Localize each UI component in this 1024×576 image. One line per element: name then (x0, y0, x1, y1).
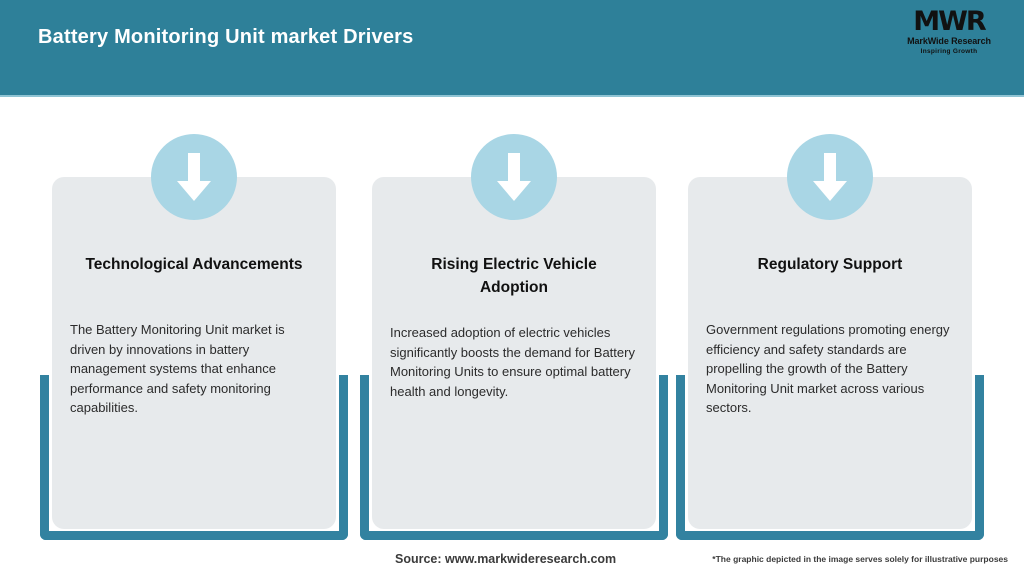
driver-card-slot: Rising Electric Vehicle Adoption Increas… (354, 97, 674, 540)
page-footer: Source: www.markwideresearch.com *The gr… (0, 540, 1024, 576)
driver-card-title: Rising Electric Vehicle Adoption (431, 256, 597, 296)
drivers-card-group: Technological Advancements The Battery M… (0, 97, 1024, 540)
logo-monogram: MWR (913, 6, 986, 37)
driver-card-title: Technological Advancements (85, 256, 303, 273)
logo-tagline: Inspiring Growth (920, 48, 978, 55)
page-title: Battery Monitoring Unit market Drivers (38, 26, 414, 48)
driver-card: Technological Advancements The Battery M… (52, 134, 336, 529)
driver-card-slot: Regulatory Support Government regulation… (670, 97, 990, 540)
driver-card-body: Increased adoption of electric vehicles … (390, 325, 635, 399)
card-accent-bracket (676, 375, 984, 540)
markwide-research-logo: MWR MarkWide Research Inspiring Growth (894, 8, 1004, 64)
down-arrow-icon (787, 134, 873, 220)
driver-card: Regulatory Support Government regulation… (688, 134, 972, 529)
disclaimer-note: *The graphic depicted in the image serve… (712, 554, 1008, 564)
driver-card-title: Regulatory Support (757, 256, 903, 273)
card-accent-bracket (40, 375, 348, 540)
logo-company-name: MarkWide Research (907, 36, 991, 46)
driver-card: Rising Electric Vehicle Adoption Increas… (372, 134, 656, 529)
page-header: Battery Monitoring Unit market Drivers M… (0, 0, 1024, 97)
driver-card-body: The Battery Monitoring Unit market is dr… (70, 322, 285, 415)
source-label: Source: www.markwideresearch.com (395, 552, 617, 566)
driver-card-slot: Technological Advancements The Battery M… (34, 97, 354, 540)
down-arrow-icon (471, 134, 557, 220)
down-arrow-icon (151, 134, 237, 220)
card-accent-bracket (360, 375, 668, 540)
driver-card-body: Government regulations promoting energy … (706, 322, 950, 415)
